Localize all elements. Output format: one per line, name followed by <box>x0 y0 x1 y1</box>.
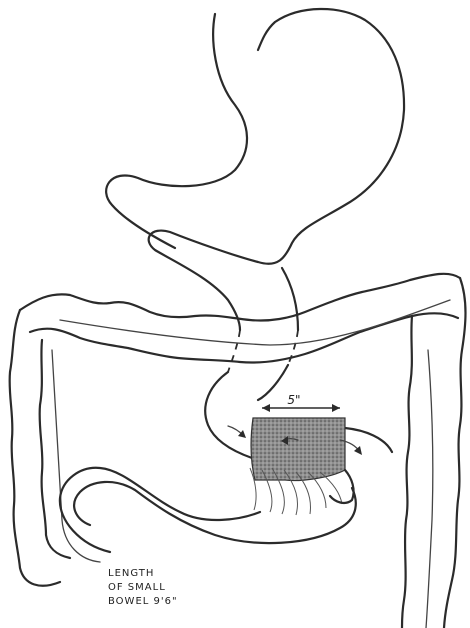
caption-line-1: LENGTH <box>108 568 154 579</box>
caption-line-3: BOWEL 9'6" <box>108 596 178 607</box>
measurement-label: 5" <box>287 393 300 407</box>
descending-colon <box>402 278 466 628</box>
measurement-bracket <box>262 404 340 412</box>
stomach <box>106 9 404 330</box>
transverse-colon <box>20 274 460 363</box>
caption-line-2: OF SMALL <box>108 582 166 593</box>
ascending-colon <box>10 310 100 586</box>
anastomosis <box>250 418 354 515</box>
